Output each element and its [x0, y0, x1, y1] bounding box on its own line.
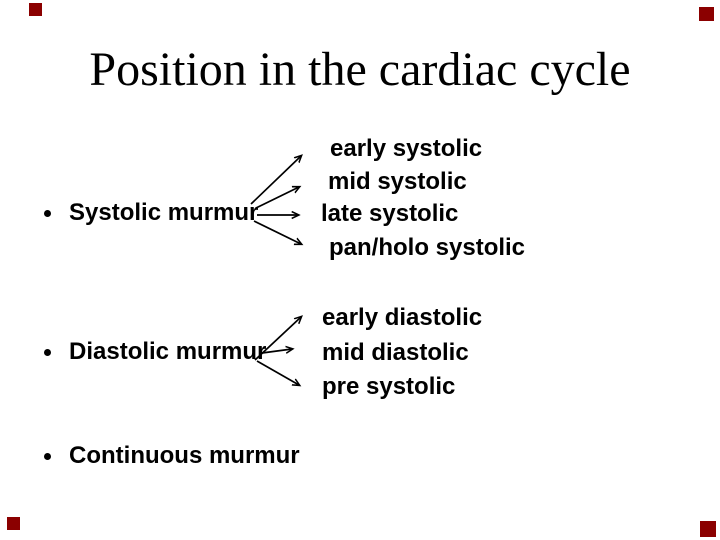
bullet-label-continuous-murmur: Continuous murmur [69, 442, 300, 469]
branch-label-pre-systolic: pre systolic [322, 373, 456, 400]
arrow-systolic-mid [255, 187, 299, 209]
corner-marker-bottom-left [7, 517, 20, 530]
arrow-systolic-early [250, 156, 301, 205]
bullet-label-diastolic-murmur: Diastolic murmur [69, 338, 267, 365]
arrow-diastolic-mid [261, 349, 292, 353]
branch-label-pan-holo-systolic: pan/holo systolic [329, 234, 526, 261]
corner-marker-top-left [29, 3, 42, 16]
branch-label-early-systolic: early systolic [330, 135, 483, 162]
bullet-dot [44, 453, 51, 460]
corner-marker-top-right [699, 7, 714, 21]
branch-label-early-diastolic: early diastolic [322, 304, 483, 331]
branch-label-mid-diastolic: mid diastolic [322, 339, 469, 366]
branch-label-late-systolic: late systolic [321, 200, 459, 227]
corner-marker-bottom-right [700, 521, 716, 537]
slide-title: Position in the cardiac cycle [89, 43, 631, 96]
arrow-systolic-pan [253, 220, 301, 244]
bullet-label-systolic-murmur: Systolic murmur [69, 199, 259, 226]
bullet-dot [44, 349, 51, 356]
bullet-dot [44, 210, 51, 217]
branch-label-mid-systolic: mid systolic [328, 168, 467, 195]
